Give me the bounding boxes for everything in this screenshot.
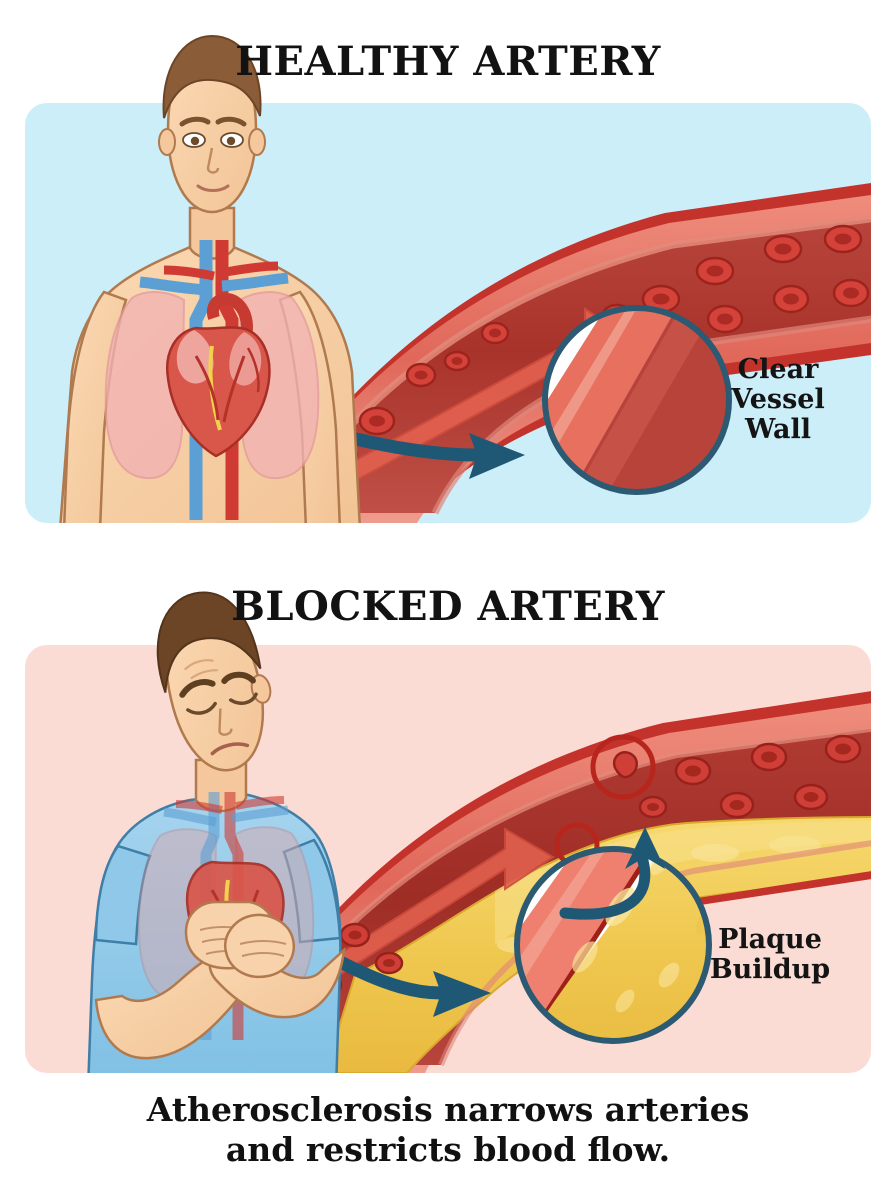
callout-clear-vessel-wall: Clear Vessel Wall [688, 354, 868, 446]
callout-line-3: Wall [745, 414, 811, 446]
blood-flow-arrow-icon [323, 827, 555, 981]
panel-title-blocked: BLOCKED ARTERY [231, 583, 665, 630]
inset-clear-vessel-wall [542, 305, 732, 495]
blocked-artery-illustration [218, 691, 871, 1073]
callout-line-2: Vessel [731, 384, 825, 416]
infographic-caption: Atherosclerosis narrows arteries and res… [60, 1090, 836, 1171]
panel-title-healthy: HEALTHY ARTERY [235, 38, 661, 85]
callout-line-2: Buildup [709, 954, 831, 986]
callout-line-1: Plaque [718, 924, 822, 955]
circle-highlight-icon-cell [590, 734, 656, 800]
caption-line-1: Atherosclerosis narrows arteries [146, 1090, 750, 1129]
red-blood-cells-group [307, 734, 862, 999]
panel-blocked-artery [25, 645, 871, 1073]
deformed-blood-cell [612, 750, 638, 779]
panel-healthy-artery [25, 103, 871, 523]
callout-plaque-buildup: Plaque Buildup [672, 924, 868, 986]
healthy-artery-illustration [218, 183, 871, 523]
callout-line-1: Clear [737, 354, 819, 385]
pointer-arrow-inset-to-plaque [559, 827, 665, 920]
caption-line-2: and restricts blood flow. [225, 1130, 671, 1170]
